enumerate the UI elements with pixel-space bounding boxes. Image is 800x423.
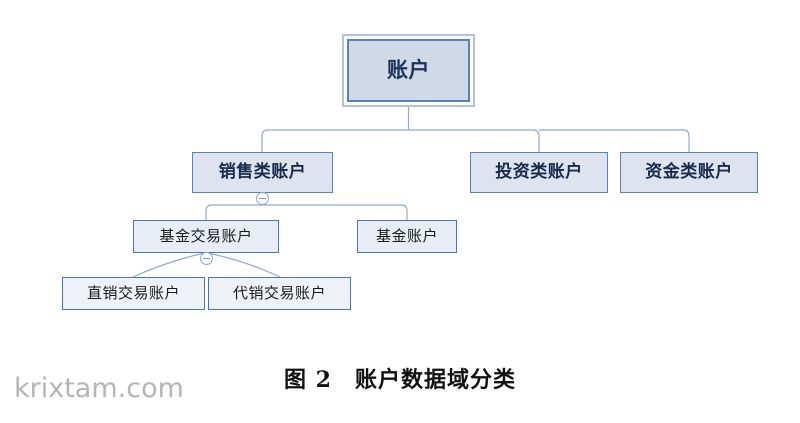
connector-fund-trading-to-agency: [205, 252, 281, 278]
minus-circle-icon[interactable]: [256, 192, 269, 205]
node-label: 账户: [387, 58, 430, 82]
node-investment-account[interactable]: 投资类账户: [470, 152, 608, 193]
node-agency-sales-trading-account[interactable]: 代销交易账户: [208, 277, 351, 310]
connector-root-to-investment: [408, 129, 540, 152]
node-label: 基金交易账户: [159, 227, 253, 245]
figure-caption: 图 2 账户数据域分类: [284, 367, 516, 393]
node-label: 基金账户: [375, 227, 438, 245]
node-label: 投资类账户: [495, 162, 583, 182]
connector-sales-to-fund: [262, 204, 408, 220]
node-label: 资金类账户: [645, 162, 733, 182]
watermark: krixtam.com: [14, 373, 184, 404]
node-funds-account[interactable]: 资金类账户: [620, 152, 758, 193]
connector-root-to-funds: [539, 129, 690, 152]
connector-sales-to-fund-trading: [205, 204, 263, 220]
node-fund-trading-account[interactable]: 基金交易账户: [133, 220, 279, 253]
connector-root-to-sales: [261, 129, 409, 152]
node-label: 直销交易账户: [86, 284, 180, 302]
node-direct-sales-trading-account[interactable]: 直销交易账户: [62, 277, 205, 310]
node-label: 代销交易账户: [232, 284, 326, 302]
connector-fund-trading-to-direct: [132, 252, 207, 278]
node-sales-account[interactable]: 销售类账户: [192, 152, 333, 193]
node-label: 销售类账户: [218, 162, 307, 182]
minus-circle-icon[interactable]: [200, 252, 213, 265]
node-account-root[interactable]: 账户: [347, 39, 470, 102]
node-fund-account[interactable]: 基金账户: [357, 220, 457, 253]
